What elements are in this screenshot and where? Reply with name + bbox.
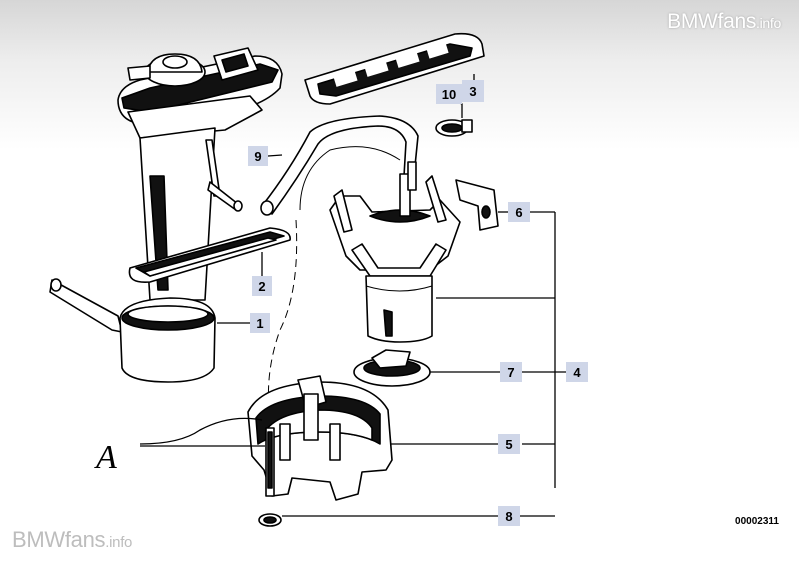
- leader-lines: [139, 74, 566, 517]
- watermark-bottom-suffix: .info: [105, 534, 133, 551]
- callout-6: 6: [508, 202, 530, 222]
- part-holder: [247, 375, 393, 501]
- callout-label: 7: [507, 365, 514, 380]
- part-hose-clamp: [435, 119, 473, 137]
- watermark-bottom: BMWfans.info: [12, 527, 132, 553]
- callout-label: 9: [254, 149, 261, 164]
- annotation-letter: A: [94, 439, 117, 476]
- part-damper: [353, 349, 431, 387]
- callout-8: 8: [498, 506, 520, 526]
- callout-10: 10: [436, 84, 462, 104]
- callout-3: 3: [462, 80, 484, 102]
- watermark-top-suffix: .info: [756, 15, 781, 31]
- callout-7: 7: [500, 362, 522, 382]
- callout-label: 8: [505, 509, 512, 524]
- part-seal-ring: [128, 227, 291, 284]
- part-filter-pot: [49, 278, 216, 383]
- callout-2: 2: [252, 276, 272, 296]
- callout-label: 3: [469, 84, 476, 99]
- callout-label: 4: [573, 365, 581, 380]
- watermark-top: BMWfans.info: [667, 10, 781, 34]
- callout-9: 9: [248, 146, 268, 166]
- callout-5: 5: [498, 434, 520, 454]
- callout-4: 4: [566, 362, 588, 382]
- part-cover: [304, 32, 485, 105]
- callout-label: 10: [442, 87, 456, 102]
- part-fuel-pump: [329, 161, 499, 343]
- part-o-ring: [258, 513, 282, 527]
- callout-label: 2: [258, 279, 265, 294]
- callout-1: 1: [250, 313, 270, 333]
- watermark-bottom-name: BMWfans: [12, 527, 106, 552]
- callout-label: 5: [505, 437, 512, 452]
- diagram-id: 00002311: [735, 516, 779, 527]
- callout-label: 6: [515, 205, 522, 220]
- callout-label: 1: [256, 316, 263, 331]
- watermark-top-name: BMWfans: [667, 10, 757, 33]
